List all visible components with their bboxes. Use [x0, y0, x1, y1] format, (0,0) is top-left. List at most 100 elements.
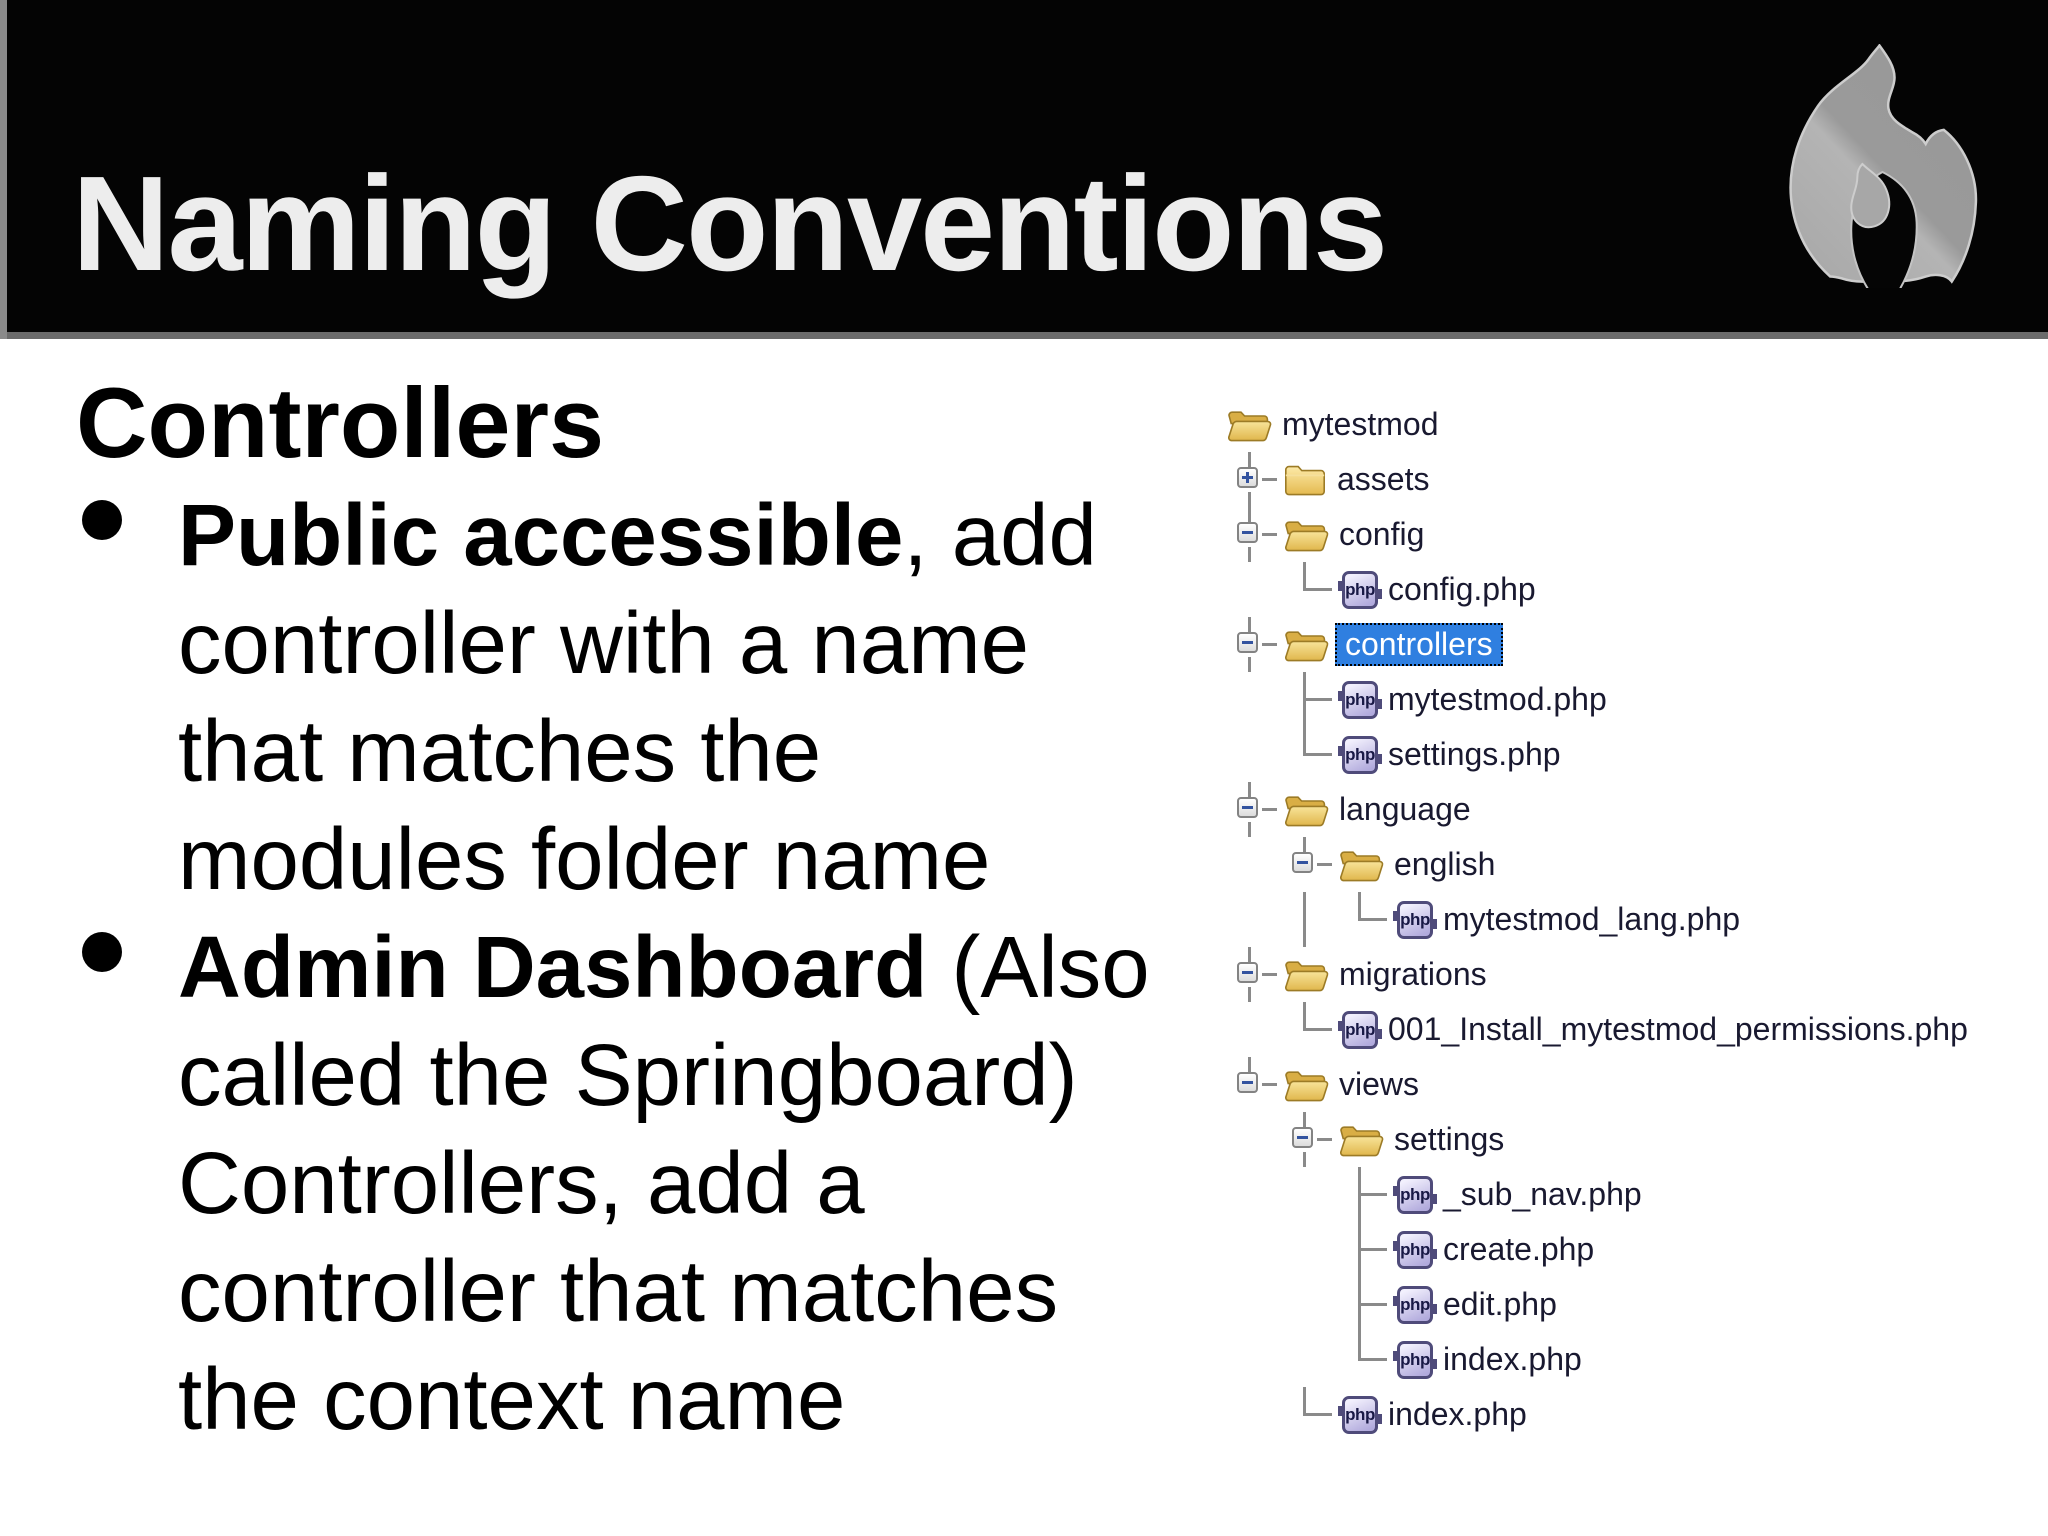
tree-row: config: [1222, 507, 1968, 562]
tree-item-label[interactable]: index.php: [1388, 1396, 1527, 1432]
tree-gutter: [1222, 892, 1277, 947]
tree-gutter: [1332, 1277, 1387, 1332]
tree-row: mytestmod: [1222, 397, 1968, 452]
tree-gutter: [1222, 727, 1277, 782]
tree-gutter: [1222, 1222, 1277, 1277]
bullet-line: that matches the: [178, 703, 822, 800]
codeigniter-flame-icon: [1789, 44, 1978, 288]
tree-gutter: [1277, 672, 1332, 727]
expand-minus-box[interactable]: [1292, 1127, 1313, 1148]
tree-item-label[interactable]: 001_Install_mytestmod_permissions.php: [1388, 1011, 1968, 1047]
tree-gutter: [1222, 837, 1277, 892]
tree-gutter: [1222, 617, 1277, 672]
tree-gutter: [1277, 1222, 1332, 1277]
tree-item-label[interactable]: mytestmod: [1282, 406, 1439, 442]
tree-item-label[interactable]: edit.php: [1443, 1286, 1557, 1322]
expand-minus-box[interactable]: [1237, 797, 1258, 818]
bullet-line: controller that matches: [178, 1243, 1059, 1340]
bullet-text: (Also: [927, 919, 1150, 1016]
slide-edge-decoration: [0, 0, 7, 339]
bullet-line: Controllers, add a: [178, 1135, 865, 1232]
expand-minus-box[interactable]: [1237, 962, 1258, 983]
tree-gutter: [1222, 1002, 1277, 1057]
bullet-line: modules folder name: [178, 811, 991, 908]
tree-gutter: [1222, 562, 1277, 617]
tree-item-label[interactable]: create.php: [1443, 1231, 1595, 1267]
tree-row: php_sub_nav.php: [1222, 1167, 1968, 1222]
tree-gutter: [1222, 452, 1277, 507]
folder-open-icon: [1285, 1070, 1329, 1101]
bullet-bold-text: Public accessible: [178, 487, 904, 584]
tree-gutter: [1277, 1002, 1332, 1057]
tree-gutter: [1277, 727, 1332, 782]
slide-header: [0, 0, 2048, 339]
tree-gutter: [1222, 1112, 1277, 1167]
php-file-icon: php: [1393, 1175, 1437, 1214]
expand-minus-box[interactable]: [1237, 1072, 1258, 1093]
tree-item-label[interactable]: migrations: [1339, 956, 1487, 992]
bullet-line: called the Springboard): [178, 1027, 1078, 1124]
tree-gutter: [1222, 782, 1277, 837]
tree-gutter: [1277, 837, 1332, 892]
tree-gutter: [1277, 1277, 1332, 1332]
tree-item-label[interactable]: settings: [1394, 1121, 1505, 1157]
expand-plus-box[interactable]: [1237, 467, 1258, 488]
folder-open-icon: [1340, 850, 1384, 881]
php-file-icon: php: [1393, 1230, 1437, 1269]
tree-item-label[interactable]: language: [1339, 791, 1471, 827]
folder-open-icon: [1285, 630, 1329, 661]
tree-item-label[interactable]: english: [1394, 846, 1496, 882]
tree-gutter: [1222, 947, 1277, 1002]
tree-gutter: [1277, 1167, 1332, 1222]
bullet-list: Public accessible, add controller with a…: [60, 482, 1240, 1454]
expand-minus-box[interactable]: [1237, 522, 1258, 543]
tree-item-label[interactable]: assets: [1337, 461, 1430, 497]
tree-item-label[interactable]: config: [1339, 516, 1425, 552]
tree-gutter: [1222, 1277, 1277, 1332]
bullet-line: the context name: [178, 1351, 846, 1448]
tree-gutter: [1277, 1112, 1332, 1167]
tree-item-label[interactable]: mytestmod.php: [1388, 681, 1607, 717]
tree-item-label[interactable]: index.php: [1443, 1341, 1582, 1377]
expand-minus-box[interactable]: [1292, 852, 1313, 873]
tree-gutter: [1277, 562, 1332, 617]
tree-item-label[interactable]: config.php: [1388, 571, 1536, 607]
tree-gutter: [1222, 672, 1277, 727]
tree-gutter: [1222, 1057, 1277, 1112]
page-title: Naming Conventions: [72, 148, 1388, 299]
section-heading: Controllers: [76, 367, 605, 478]
php-file-icon: php: [1393, 900, 1437, 939]
tree-gutter: [1332, 892, 1387, 947]
php-file-icon: php: [1338, 680, 1382, 719]
tree-item-label[interactable]: settings.php: [1388, 736, 1561, 772]
tree-item-label[interactable]: controllers: [1335, 623, 1503, 666]
bullet-line: Admin Dashboard (Also: [178, 914, 1240, 1022]
tree-item-label[interactable]: mytestmod_lang.php: [1443, 901, 1741, 937]
tree-gutter: [1277, 1332, 1332, 1387]
tree-gutter: [1277, 1387, 1332, 1442]
tree-gutter: [1277, 892, 1332, 947]
php-file-icon: php: [1338, 1010, 1382, 1049]
tree-row: assets: [1222, 452, 1968, 507]
tree-gutter: [1222, 1332, 1277, 1387]
php-file-icon: php: [1338, 570, 1382, 609]
expand-minus-box[interactable]: [1237, 632, 1258, 653]
tree-row: language: [1222, 782, 1968, 837]
folder-open-icon: [1228, 410, 1272, 441]
tree-item-label[interactable]: _sub_nav.php: [1443, 1176, 1642, 1212]
folder-open-icon: [1285, 960, 1329, 991]
tree-item-label[interactable]: views: [1339, 1066, 1420, 1102]
php-file-icon: php: [1393, 1285, 1437, 1324]
tree-gutter: [1222, 1167, 1277, 1222]
tree-row: controllers: [1222, 617, 1968, 672]
bullet-item: Public accessible, add controller with a…: [60, 482, 1240, 914]
